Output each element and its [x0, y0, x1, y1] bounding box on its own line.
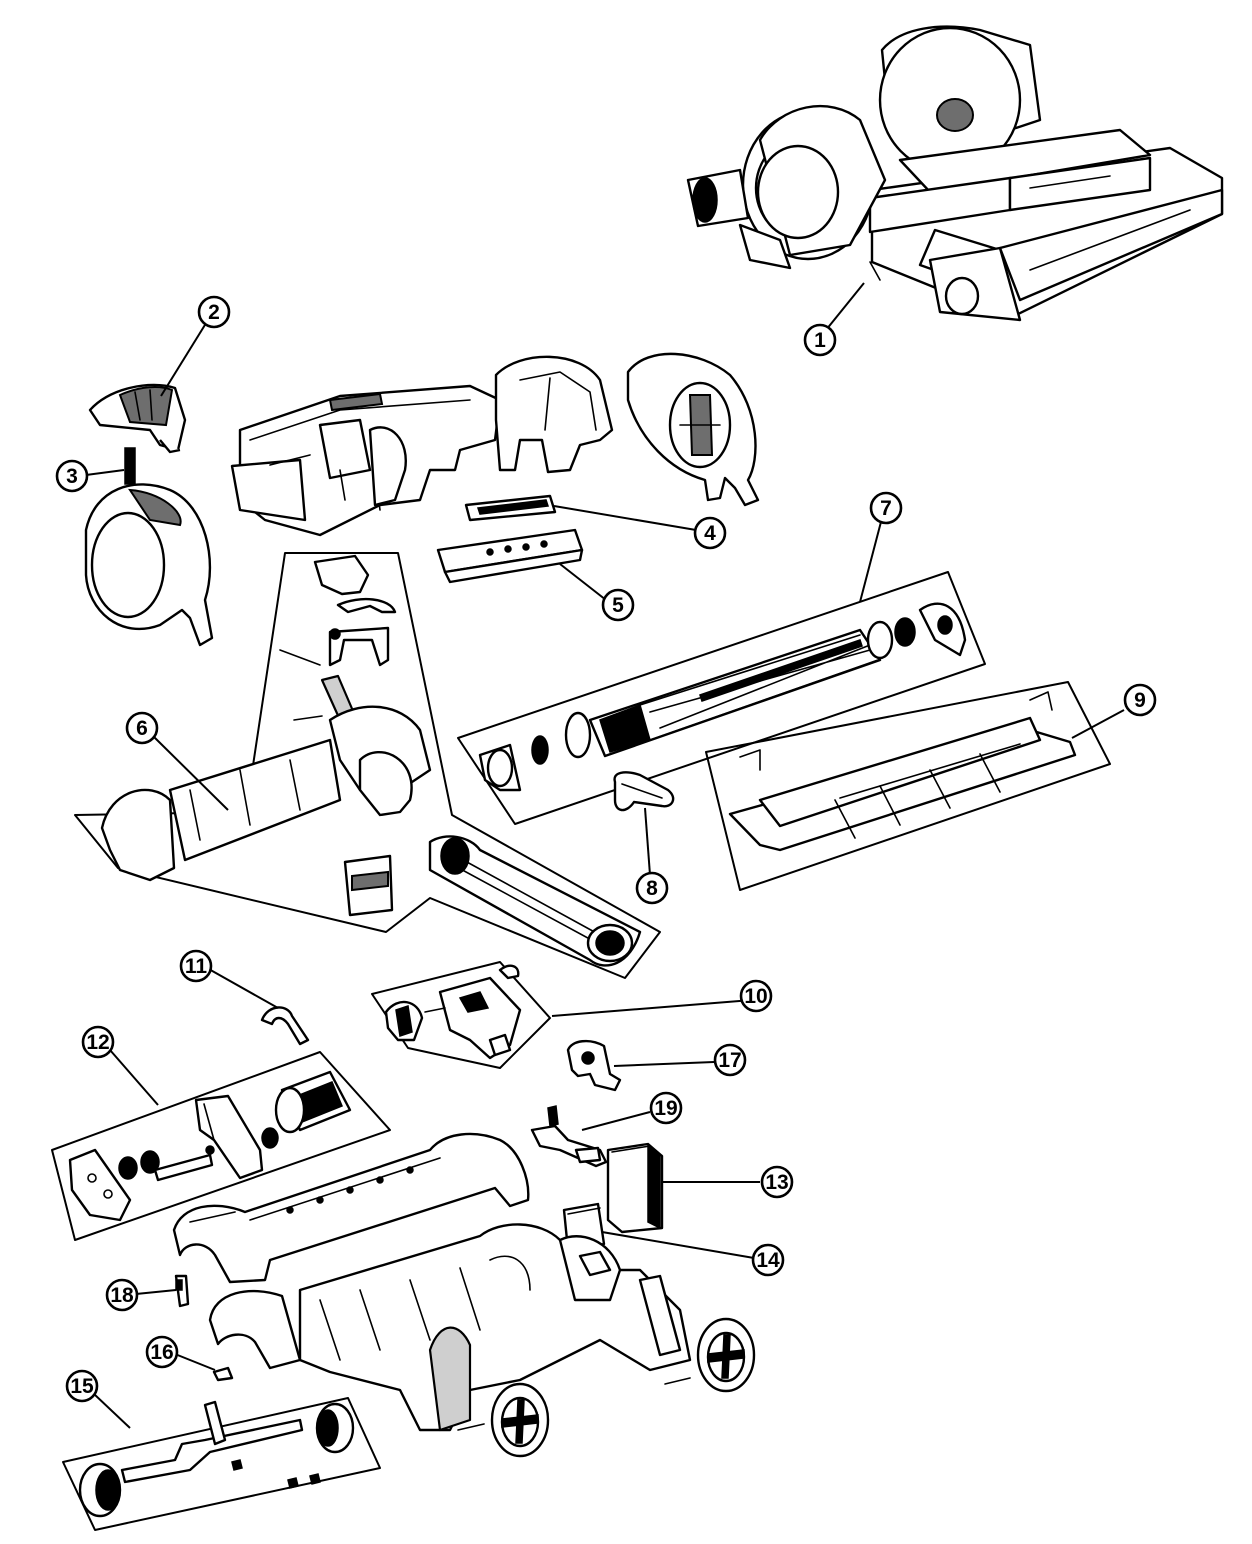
- callout-17: 17: [713, 1043, 747, 1077]
- part-19-latch: [530, 1105, 608, 1168]
- part-4-strip: [464, 494, 557, 522]
- axle-pin-left: [457, 1423, 485, 1431]
- callout-10: 10: [739, 979, 773, 1013]
- part-8-belt: [613, 771, 675, 812]
- part-6-group: [74, 552, 661, 979]
- part-2-cap: [88, 383, 187, 454]
- callout-5: 5: [601, 588, 635, 622]
- callout-19: 19: [649, 1091, 683, 1125]
- part-1-assembled-base: [686, 25, 1224, 322]
- part-16-clip: [212, 1366, 234, 1382]
- axle-pin-right: [664, 1377, 691, 1385]
- callout-16: 16: [145, 1335, 179, 1369]
- callout-6: 6: [125, 711, 159, 745]
- callout-12: 12: [81, 1025, 115, 1059]
- svg-text:15: 15: [70, 1375, 94, 1398]
- right-wheel-cover: [626, 352, 760, 507]
- svg-text:1: 1: [814, 329, 826, 352]
- left-wheel-cover: [84, 483, 214, 647]
- svg-text:9: 9: [1134, 689, 1146, 712]
- svg-text:17: 17: [718, 1049, 741, 1072]
- svg-text:4: 4: [704, 522, 716, 545]
- part-18-tab: [174, 1274, 190, 1308]
- upper-housing: [230, 355, 614, 537]
- callout-8: 8: [635, 871, 669, 905]
- callout-18: 18: [105, 1278, 139, 1312]
- part-13-filter: [606, 1142, 664, 1234]
- callout-2: 2: [197, 295, 231, 329]
- svg-text:14: 14: [756, 1249, 780, 1272]
- svg-text:6: 6: [136, 717, 148, 740]
- callout-1: 1: [803, 323, 837, 357]
- wheel-right: [696, 1317, 756, 1393]
- svg-text:12: 12: [86, 1031, 109, 1054]
- part-5-control-bar: [436, 528, 584, 584]
- svg-text:13: 13: [765, 1171, 788, 1194]
- part-12-motor-assembly-group: [51, 1051, 391, 1241]
- svg-text:8: 8: [646, 877, 658, 900]
- svg-text:10: 10: [744, 985, 767, 1008]
- wheel-left: [490, 1382, 550, 1458]
- part-3-spring: [124, 447, 136, 485]
- svg-text:2: 2: [208, 301, 220, 324]
- callout-15: 15: [65, 1369, 99, 1403]
- part-9-tray-group: [705, 681, 1111, 891]
- callout-14: 14: [751, 1243, 785, 1277]
- callout-9: 9: [1123, 683, 1157, 717]
- svg-text:3: 3: [66, 465, 78, 488]
- part-15-pedal-group: [62, 1397, 381, 1531]
- part-11-clip: [260, 1006, 310, 1046]
- callout-3: 3: [55, 459, 89, 493]
- callout-11: 11: [179, 949, 213, 983]
- svg-text:5: 5: [612, 594, 624, 617]
- callout-4: 4: [693, 516, 727, 550]
- svg-text:18: 18: [110, 1284, 134, 1307]
- svg-text:19: 19: [654, 1097, 677, 1120]
- svg-text:7: 7: [880, 497, 892, 520]
- part-7-brush-roll-group: [457, 571, 986, 825]
- callout-7: 7: [869, 491, 903, 525]
- part-10-motor-group: [371, 961, 551, 1069]
- callout-13: 13: [760, 1165, 794, 1199]
- lower-base-housing: [172, 1132, 692, 1432]
- svg-text:16: 16: [150, 1341, 173, 1364]
- part-17-bracket: [566, 1039, 622, 1092]
- svg-text:11: 11: [185, 955, 208, 978]
